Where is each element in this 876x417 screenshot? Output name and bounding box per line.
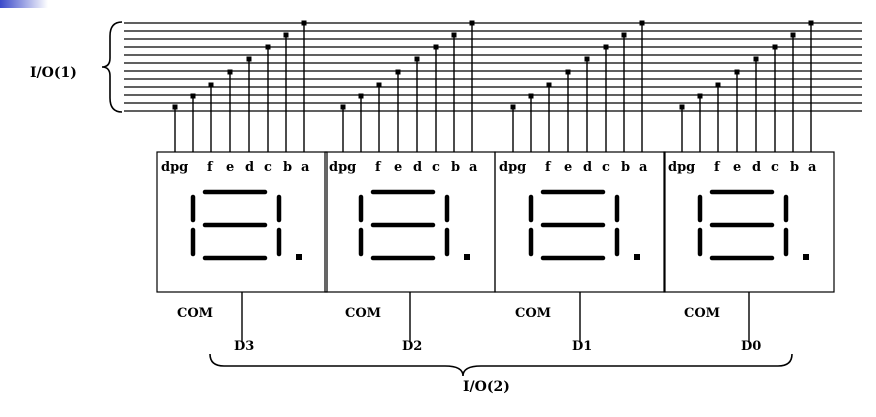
segment-label-d: d xyxy=(413,160,422,175)
junction-dot xyxy=(715,82,721,88)
segment-label-a: a xyxy=(469,160,478,175)
segment-label-c: c xyxy=(771,160,779,175)
junction-dot xyxy=(565,69,571,75)
segment-label-c: c xyxy=(264,160,272,175)
io2-brace xyxy=(209,353,793,377)
junction-dot xyxy=(301,20,307,26)
junction-dot xyxy=(265,44,271,50)
segment-label-dpg: dpg xyxy=(329,160,356,175)
junction-dot xyxy=(790,32,796,38)
segment-dp xyxy=(464,254,470,260)
junction-dot xyxy=(451,32,457,38)
junction-dot xyxy=(246,56,252,62)
segment-dp xyxy=(634,254,640,260)
com-label: COM xyxy=(177,306,213,321)
junction-dot xyxy=(528,93,534,99)
junction-dot xyxy=(734,69,740,75)
segment-label-b: b xyxy=(451,160,460,175)
segment-label-b: b xyxy=(790,160,799,175)
junction-dot xyxy=(621,32,627,38)
junction-dot xyxy=(469,20,475,26)
io2-label: I/O(2) xyxy=(463,379,510,395)
junction-dot xyxy=(190,93,196,99)
junction-dot xyxy=(283,32,289,38)
segment-label-e: e xyxy=(394,160,402,175)
digit-name-label: D3 xyxy=(234,339,254,354)
junction-dot xyxy=(395,69,401,75)
digit-name-label: D2 xyxy=(402,339,422,354)
io2-brace-path xyxy=(209,353,793,377)
junction-dot xyxy=(584,56,590,62)
segment-label-d: d xyxy=(245,160,254,175)
junction-dot xyxy=(358,93,364,99)
segment-label-b: b xyxy=(283,160,292,175)
digit-name-label: D1 xyxy=(572,339,592,354)
io1-bus-lines xyxy=(124,22,862,112)
segment-dp xyxy=(296,254,302,260)
io1-label: I/O(1) xyxy=(30,65,77,81)
junction-dot xyxy=(679,104,685,110)
segment-label-dpg: dpg xyxy=(499,160,526,175)
com-label: COM xyxy=(515,306,551,321)
segment-label-a: a xyxy=(808,160,817,175)
segment-label-a: a xyxy=(639,160,648,175)
corner-accent xyxy=(0,0,48,8)
junction-dot xyxy=(697,93,703,99)
segment-label-f: f xyxy=(375,160,382,175)
segment-label-c: c xyxy=(432,160,440,175)
junction-dot xyxy=(376,82,382,88)
segment-label-dpg: dpg xyxy=(161,160,188,175)
segment-label-f: f xyxy=(207,160,214,175)
junction-dot xyxy=(414,56,420,62)
junction-dot xyxy=(639,20,645,26)
junction-dot xyxy=(208,82,214,88)
junction-dot xyxy=(227,69,233,75)
segment-dp xyxy=(803,254,809,260)
junction-dot xyxy=(172,104,178,110)
segment-label-f: f xyxy=(714,160,721,175)
junction-dot xyxy=(753,56,759,62)
segment-label-e: e xyxy=(564,160,572,175)
segment-label-a: a xyxy=(301,160,310,175)
segment-label-d: d xyxy=(752,160,761,175)
com-label: COM xyxy=(684,306,720,321)
junction-dot xyxy=(603,44,609,50)
digit-name-label: D0 xyxy=(741,339,761,354)
junction-dot xyxy=(340,104,346,110)
io1-brace-path xyxy=(101,21,123,113)
segment-label-dpg: dpg xyxy=(668,160,695,175)
junction-dot xyxy=(808,20,814,26)
junction-dot xyxy=(433,44,439,50)
segment-label-b: b xyxy=(621,160,630,175)
segment-label-c: c xyxy=(602,160,610,175)
io1-brace xyxy=(101,21,123,113)
segment-label-e: e xyxy=(733,160,741,175)
segment-label-e: e xyxy=(226,160,234,175)
junction-dot xyxy=(510,104,516,110)
junction-dot xyxy=(546,82,552,88)
segment-label-f: f xyxy=(545,160,552,175)
junction-dot xyxy=(772,44,778,50)
segment-label-d: d xyxy=(583,160,592,175)
com-label: COM xyxy=(345,306,381,321)
